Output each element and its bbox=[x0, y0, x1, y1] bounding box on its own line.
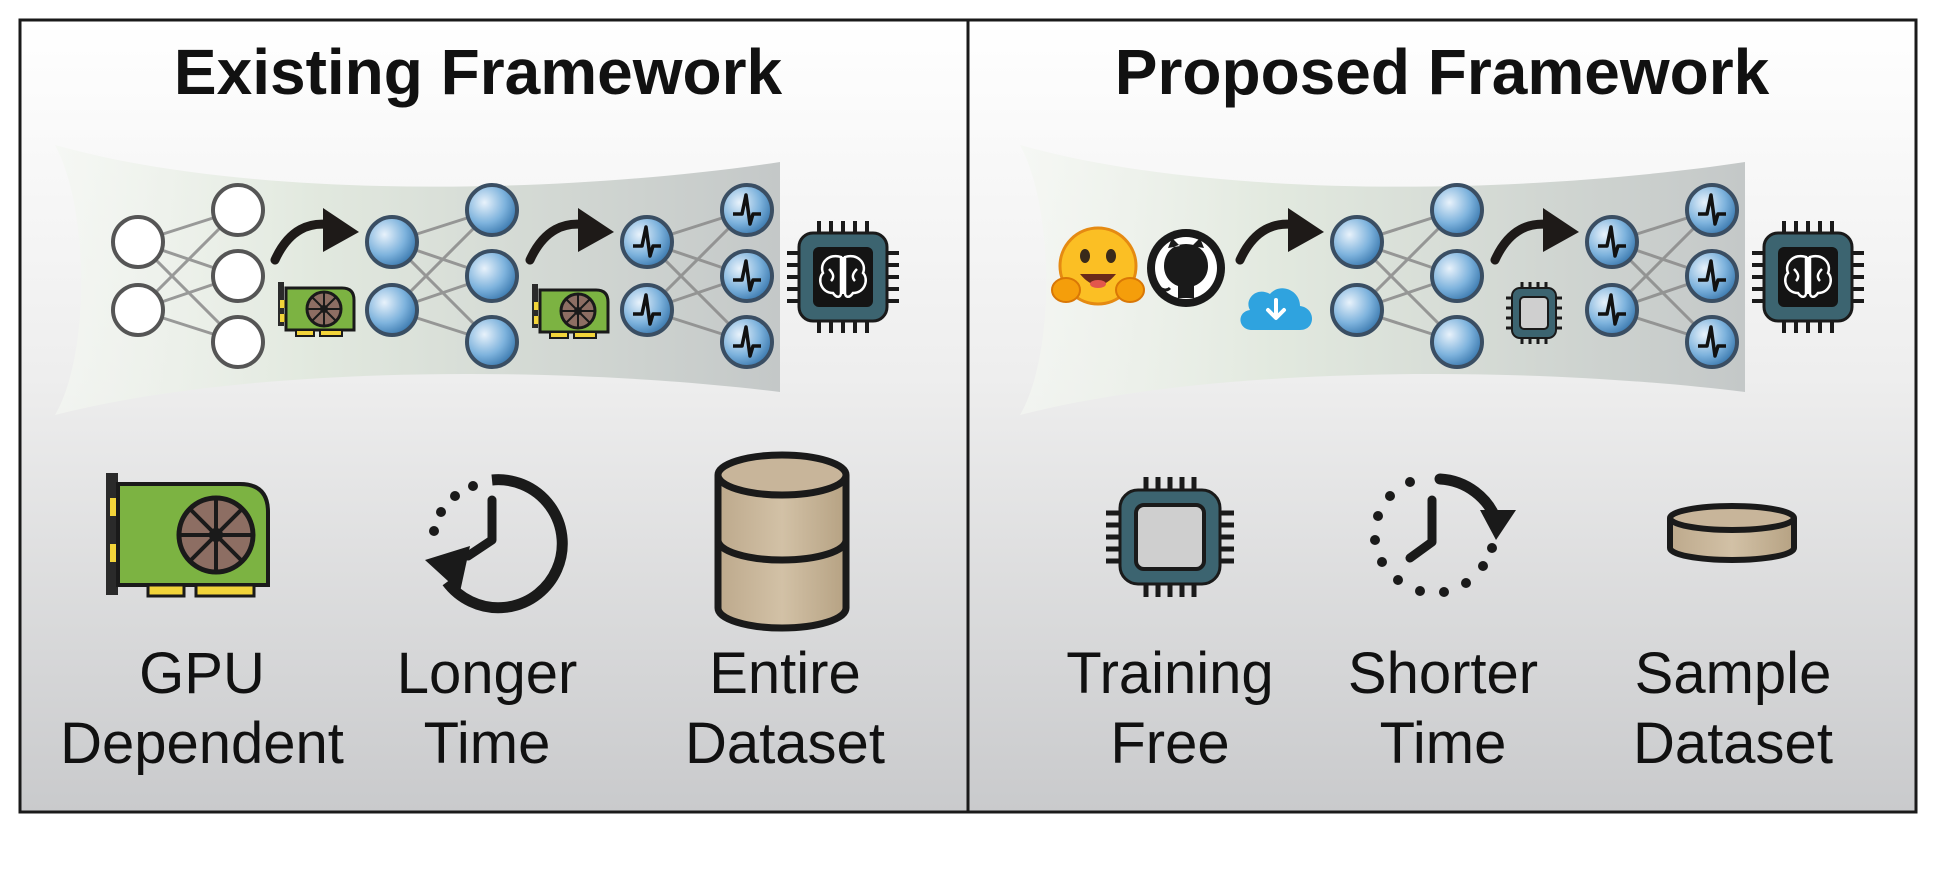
clock-backward-icon bbox=[425, 474, 568, 614]
pretrained-node bbox=[1430, 183, 1484, 237]
trained-node bbox=[365, 215, 419, 269]
gpu-dependent-label-line2: Dependent bbox=[60, 711, 344, 776]
proposed-panel-title: Proposed Framework bbox=[1115, 36, 1770, 108]
gpu-icon bbox=[106, 473, 270, 598]
waveform-node bbox=[620, 215, 674, 269]
untrained-node bbox=[211, 315, 265, 369]
waveform-node bbox=[720, 249, 774, 303]
existing-panel-title: Existing Framework bbox=[174, 36, 783, 108]
waveform-node bbox=[720, 315, 774, 369]
longer-time-label-line2: Time bbox=[424, 711, 551, 776]
cloud-download-icon bbox=[1240, 288, 1312, 330]
trained-node bbox=[465, 249, 519, 303]
trained-node bbox=[465, 183, 519, 237]
pretrained-node bbox=[1430, 249, 1484, 303]
existing-initial-network bbox=[111, 183, 265, 369]
waveform-node bbox=[720, 183, 774, 237]
waveform-node bbox=[1585, 283, 1639, 337]
pretrained-node bbox=[1330, 215, 1384, 269]
shorter-time-label-line2: Time bbox=[1380, 711, 1507, 776]
waveform-node bbox=[620, 283, 674, 337]
gpu-small-icon bbox=[276, 280, 356, 338]
clock-forward-icon bbox=[1370, 473, 1516, 597]
cpu-chip-icon bbox=[1106, 477, 1234, 597]
cpu-small-icon bbox=[1506, 282, 1562, 344]
existing-intermediate-network bbox=[365, 183, 519, 369]
trained-node bbox=[365, 283, 419, 337]
proposed-panel-background bbox=[968, 20, 1916, 812]
training-free-label-line1: Training bbox=[1066, 641, 1273, 706]
trained-node bbox=[465, 315, 519, 369]
untrained-node bbox=[111, 215, 165, 269]
brain-chip-icon bbox=[785, 219, 901, 335]
sample-dataset-label-line2: Dataset bbox=[1633, 711, 1833, 776]
waveform-node bbox=[1685, 315, 1739, 369]
gpu-dependent-label-line1: GPU bbox=[139, 641, 265, 706]
proposed-pipeline-band bbox=[1020, 145, 1745, 415]
proposed-final-network bbox=[1585, 183, 1739, 369]
entire-dataset-label-line2: Dataset bbox=[685, 711, 885, 776]
proposed-intermediate-network bbox=[1330, 183, 1484, 369]
entire-dataset-label-line1: Entire bbox=[709, 641, 861, 706]
untrained-node bbox=[111, 283, 165, 337]
shorter-time-label-line1: Shorter bbox=[1348, 641, 1538, 706]
pretrained-node bbox=[1330, 283, 1384, 337]
database-flat-icon bbox=[1667, 503, 1797, 563]
hugging-face-icon bbox=[1051, 226, 1145, 306]
untrained-node bbox=[211, 249, 265, 303]
longer-time-label-line1: Longer bbox=[397, 641, 578, 706]
untrained-node bbox=[211, 183, 265, 237]
sample-dataset-label-line1: Sample bbox=[1635, 641, 1832, 706]
pretrained-node bbox=[1430, 315, 1484, 369]
database-tall-icon bbox=[714, 451, 850, 632]
gpu-small-icon bbox=[530, 282, 610, 340]
waveform-node bbox=[1585, 215, 1639, 269]
existing-panel-background bbox=[20, 20, 968, 812]
existing-final-network bbox=[620, 183, 774, 369]
waveform-node bbox=[1685, 249, 1739, 303]
training-free-label-line2: Free bbox=[1110, 711, 1229, 776]
github-icon bbox=[1147, 229, 1225, 307]
waveform-node bbox=[1685, 183, 1739, 237]
brain-chip-icon bbox=[1750, 219, 1866, 335]
